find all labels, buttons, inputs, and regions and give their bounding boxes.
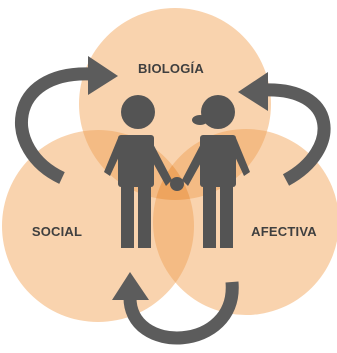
joined-hands bbox=[170, 177, 184, 191]
label-biologia: BIOLOGÍA bbox=[138, 61, 204, 76]
cycle-arrows bbox=[15, 56, 331, 345]
overlap-biologia-afectiva bbox=[153, 129, 271, 200]
cycle-arrow-icon bbox=[112, 272, 239, 345]
female-figure-icon bbox=[182, 95, 250, 248]
cycle-arrow-icon bbox=[15, 56, 118, 184]
label-afectiva: AFECTIVA bbox=[251, 224, 317, 239]
cycle-arrow-icon bbox=[238, 72, 331, 186]
male-figure-icon bbox=[104, 95, 172, 248]
couple-figures bbox=[104, 95, 250, 248]
label-social: SOCIAL bbox=[32, 224, 82, 239]
